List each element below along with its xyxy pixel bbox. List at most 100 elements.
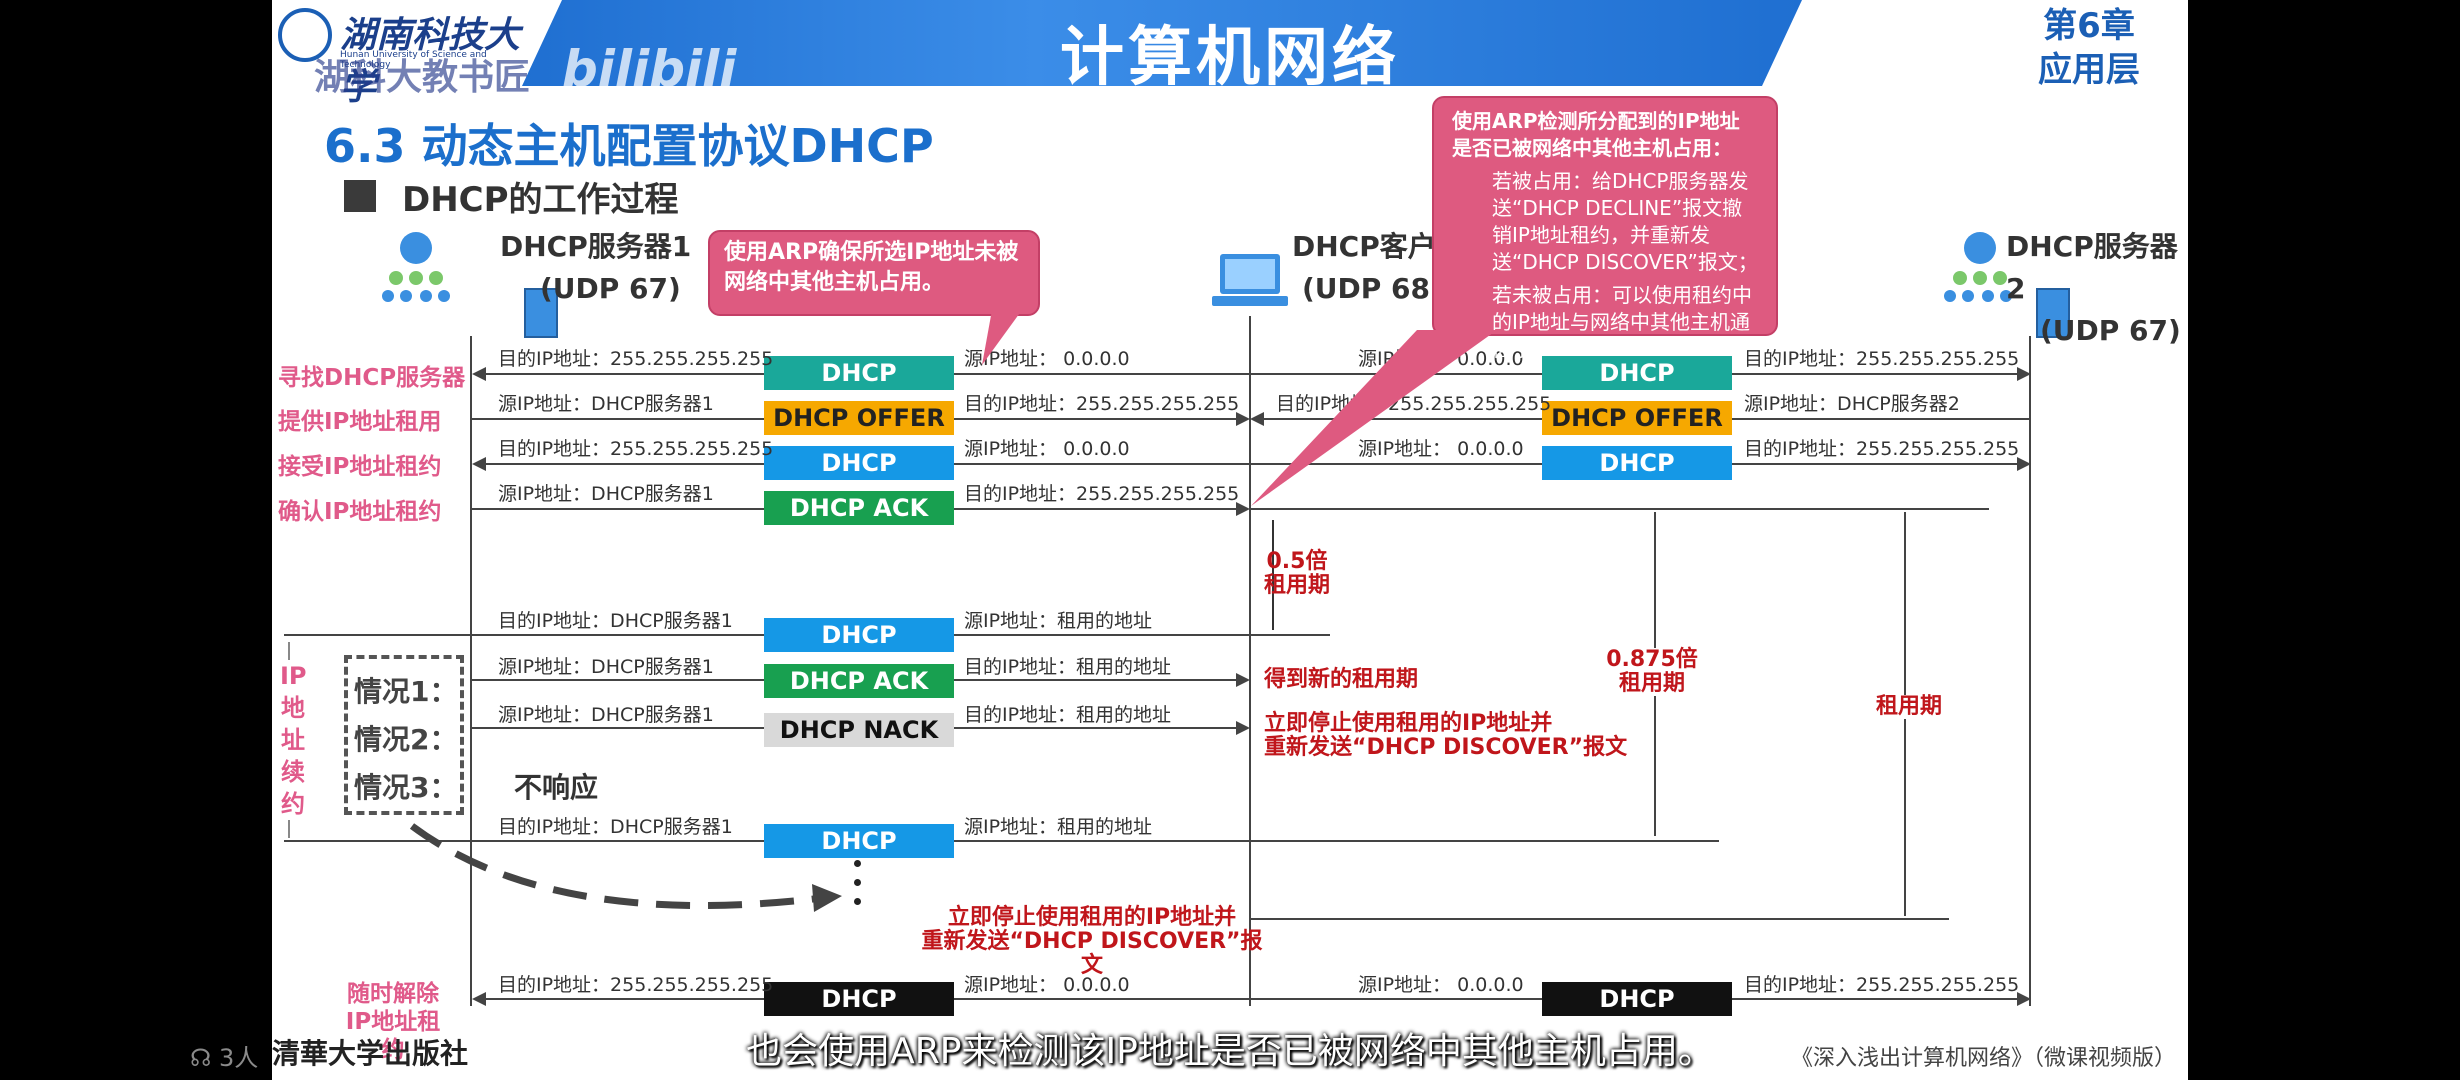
release-arrow-right	[2017, 992, 2031, 1006]
msg-release-1: DHCP RELEASE	[764, 982, 954, 1047]
r2-right-label: 目的IP地址：255.255.255.255	[964, 393, 1240, 415]
case-2: 情况2：	[354, 723, 458, 756]
ren2-right: 源IP地址：租用的地址	[964, 816, 1153, 838]
step-confirm: 确认IP地址租约	[278, 499, 442, 525]
ren-ack-right: 目的IP地址：租用的地址	[964, 656, 1172, 678]
case-1: 情况1：	[354, 675, 458, 708]
server2-label: DHCP服务器2(UDP 67)	[2006, 230, 2181, 347]
video-subtitle: 也会使用ARP来检测该IP地址是否已被网络中其他主机占用。	[746, 1031, 1714, 1072]
publisher-logo: 清華大学出版社	[272, 1037, 469, 1070]
msg-discover-1: DHCP DISCOVER	[764, 356, 954, 421]
server1-lifeline	[470, 336, 472, 1006]
lease-label: 租用期	[1864, 695, 1954, 719]
msg-request-2: DHCP REQUEST	[1542, 446, 1732, 511]
discover-arrow-right	[2017, 367, 2031, 381]
request-arrow-left	[472, 457, 486, 471]
no-response: 不响应	[514, 771, 599, 804]
slide: 计算机网络 第6章应用层 湖南科技大学 Hunan University of …	[272, 0, 2188, 1080]
server2-icon	[1940, 230, 2030, 310]
request-arrow-right	[2017, 457, 2031, 471]
logo-english: Hunan University of Science and Technolo…	[340, 50, 487, 70]
offer-arrow-left	[1236, 412, 1250, 426]
rel2-left: 源IP地址： 0.0.0.0	[1358, 974, 1524, 996]
viewer-count: ☊ 3人	[190, 1044, 259, 1072]
logo-name: 湖南科技大学	[340, 14, 521, 108]
r3-right-label: 源IP地址： 0.0.0.0	[964, 438, 1130, 460]
discover-arrow-left	[472, 367, 486, 381]
ren-req-left: 目的IP地址：DHCP服务器1	[498, 610, 733, 632]
server1-tower-icon	[524, 288, 558, 338]
msg-offer-2: DHCP OFFER	[1542, 401, 1732, 435]
bilibili-watermark: bilibili	[562, 40, 737, 98]
callout-arp-server: 使用ARP确保所选IP地址未被网络中其他主机占用。	[708, 230, 1040, 316]
msg-ack-1: DHCP ACK	[764, 491, 954, 525]
step-release: 随时解除 IP地址租约	[345, 981, 441, 1063]
release-arrow-left	[472, 992, 486, 1006]
msg-renew-ack: DHCP ACK	[764, 664, 954, 698]
continuation-dots	[854, 860, 862, 905]
rel2-right: 目的IP地址：255.255.255.255	[1744, 974, 2020, 996]
seven-eighths-label: 0.875倍 租用期	[1592, 648, 1712, 696]
renewal-side-label: IP地址续约	[280, 660, 307, 820]
half-lease-label: 0.5倍 租用期	[1263, 549, 1330, 598]
server1-label: DHCP服务器1(UDP 67)	[500, 230, 692, 305]
ren-ack-left: 源IP地址：DHCP服务器1	[498, 656, 714, 678]
new-lease-label: 得到新的租用期	[1264, 667, 1419, 692]
viewers-icon: ☊	[190, 1044, 219, 1072]
s2-r1-right-label: 目的IP地址：255.255.255.255	[1744, 348, 2020, 370]
chapter-number: 第6章	[2043, 6, 2135, 46]
r1-left-label: 目的IP地址：255.255.255.255	[498, 348, 774, 370]
logo-emblem-icon	[278, 8, 332, 62]
chapter-label: 第6章应用层	[2014, 4, 2164, 92]
bullet-square-icon	[344, 180, 376, 212]
step-find-server: 寻找DHCP服务器	[278, 365, 466, 391]
callout-arp-client: 使用ARP检测所分配到的IP地址是否已被网络中其他主机占用： 若被占用：给DHC…	[1432, 96, 1778, 361]
r2-left-label: 源IP地址：DHCP服务器1	[498, 393, 714, 415]
msg-renew-nack: DHCP NACK	[764, 713, 954, 747]
book-title: 《深入浅出计算机网络》（微课视频版）	[1790, 1046, 2176, 1071]
msg-renew-request: DHCP REQUEST	[764, 618, 954, 683]
client-laptop-icon	[1212, 250, 1288, 316]
slide-title: 计算机网络	[1060, 21, 1400, 95]
ren-req-right: 源IP地址：租用的地址	[964, 610, 1153, 632]
university-logo: 湖南科技大学 Hunan University of Science and T…	[276, 4, 536, 108]
s2-r2-right-label: 源IP地址：DHCP服务器2	[1744, 393, 1960, 415]
msg-renew-request-2: DHCP REQUEST	[764, 824, 954, 889]
offer-arrow-right	[1250, 412, 1264, 426]
watermark: 湖科大教书匠	[314, 57, 531, 98]
server2-tower-icon	[2036, 288, 2070, 338]
callout1-pointer	[982, 310, 1022, 365]
rel-right: 源IP地址： 0.0.0.0	[964, 974, 1130, 996]
stop-label-2: 立即停止使用租用的IP地址并 重新发送“DHCP DISCOVER”报文	[921, 905, 1263, 978]
half-lease-bar	[1272, 520, 1274, 630]
ren2-left: 目的IP地址：DHCP服务器1	[498, 816, 733, 838]
s2-r3-right-label: 目的IP地址：255.255.255.255	[1744, 438, 2020, 460]
retry-dashed-arrow	[409, 823, 842, 912]
r1-right-label: 源IP地址： 0.0.0.0	[964, 348, 1130, 370]
header: 计算机网络 第6章应用层 湖南科技大学 Hunan University of …	[272, 0, 2188, 108]
client-label: DHCP客户(UDP 68)	[1292, 230, 1443, 305]
client-lifeline	[1249, 316, 1251, 1006]
case-3: 情况3：	[354, 771, 458, 804]
half-lease-end	[1252, 634, 1330, 636]
seven-eighths-end	[1249, 840, 1719, 842]
section-title: 6.3 动态主机配置协议DHCP	[324, 119, 934, 173]
ack-arrow	[1236, 502, 1250, 516]
chapter-name: 应用层	[2038, 50, 2140, 90]
r3-left-label: 目的IP地址：255.255.255.255	[498, 438, 774, 460]
msg-request-1: DHCP REQUEST	[764, 446, 954, 511]
callout2-pointer	[1251, 330, 1497, 506]
msg-offer-1: DHCP OFFER	[764, 401, 954, 435]
stop-label-1: 立即停止使用租用的IP地址并 重新发送“DHCP DISCOVER”报文	[1264, 711, 1628, 760]
rel-left: 目的IP地址：255.255.255.255	[498, 974, 774, 996]
r4-right-label: 目的IP地址：255.255.255.255	[964, 483, 1240, 505]
server1-icon	[382, 230, 472, 310]
step-accept: 接受IP地址租约	[278, 454, 442, 480]
cases-box	[344, 655, 464, 815]
ren-nack-right: 目的IP地址：租用的地址	[964, 704, 1172, 726]
renew-ack-arrow	[1236, 673, 1250, 687]
lease-end	[1249, 918, 1949, 920]
s2-r3-left-label: 源IP地址： 0.0.0.0	[1358, 438, 1524, 460]
client-timeline	[1249, 508, 1989, 510]
header-banner	[522, 0, 1802, 86]
